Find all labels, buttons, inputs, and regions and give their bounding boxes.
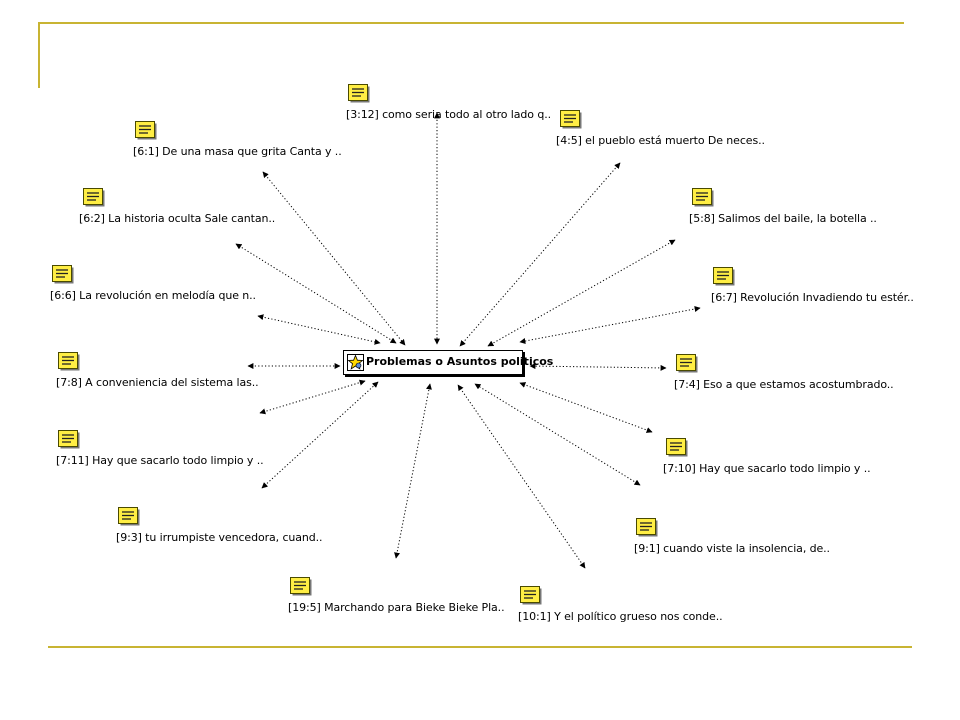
document-note-icon (348, 84, 370, 103)
document-note-icon (713, 267, 735, 286)
quotation-label: [6:7] Revolución Invadiendo tu estér.. (711, 291, 914, 304)
quotation-label: [4:5] el pueblo está muerto De neces.. (556, 134, 765, 147)
edge-q-6-7 (519, 306, 701, 344)
quotation-label: [3:12] como seria todo al otro lado q.. (346, 108, 551, 121)
quotation-label: [6:6] La revolución en melodía que n.. (50, 289, 256, 302)
document-note-icon (676, 354, 698, 373)
edge-q-6-6 (257, 314, 381, 345)
document-note-icon (58, 430, 80, 449)
quotation-label: [7:4] Eso a que estamos acostumbrado.. (674, 378, 894, 391)
document-note-icon (83, 188, 105, 207)
quotation-label: [7:11] Hay que sacarlo todo limpio y .. (56, 454, 264, 467)
quotation-label: [9:1] cuando viste la insolencia, de.. (634, 542, 830, 555)
edge-q-19-5 (394, 383, 432, 559)
edge-q-6-1 (262, 171, 406, 346)
central-code-label: Problemas o Asuntos politicos (366, 355, 554, 368)
quotation-label: [6:2] La historia oculta Sale cantan.. (79, 212, 276, 225)
edge-q-4-5 (459, 162, 621, 347)
edge-q-9-1 (474, 383, 641, 486)
document-note-icon (290, 577, 312, 596)
bottom-rule (48, 646, 912, 648)
document-note-icon (636, 518, 658, 537)
document-note-icon (520, 586, 542, 605)
edge-q-7-10 (519, 382, 653, 433)
document-note-icon (135, 121, 157, 140)
central-code-node[interactable]: Problemas o Asuntos politicos (343, 350, 553, 375)
quotation-label: [10:1] Y el político grueso nos conde.. (518, 610, 723, 623)
top-rule (38, 22, 904, 24)
edge-q-7-11 (259, 379, 366, 415)
quotation-label: [7:8] A conveniencia del sistema las.. (56, 376, 259, 389)
document-note-icon (52, 265, 74, 284)
quotation-label: [9:3] tu irrumpiste vencedora, cuand.. (116, 531, 323, 544)
edge-q-7-4 (529, 363, 667, 371)
document-note-icon (692, 188, 714, 207)
document-note-icon (118, 507, 140, 526)
quotation-label: [19:5] Marchando para Bieke Bieke Pla.. (288, 601, 505, 614)
document-note-icon (58, 352, 80, 371)
star-family-icon (347, 354, 364, 371)
quotation-label: [7:10] Hay que sacarlo todo limpio y .. (663, 462, 871, 475)
left-rule (38, 22, 40, 88)
document-note-icon (560, 110, 582, 129)
quotation-label: [6:1] De una masa que grita Canta y .. (133, 145, 342, 158)
edge-q-10-1 (457, 384, 586, 569)
edge-q-5-8 (487, 239, 676, 347)
edge-q-9-3 (261, 381, 379, 489)
edge-q-6-2 (235, 243, 397, 344)
quotation-label: [5:8] Salimos del baile, la botella .. (689, 212, 877, 225)
document-note-icon (666, 438, 688, 457)
